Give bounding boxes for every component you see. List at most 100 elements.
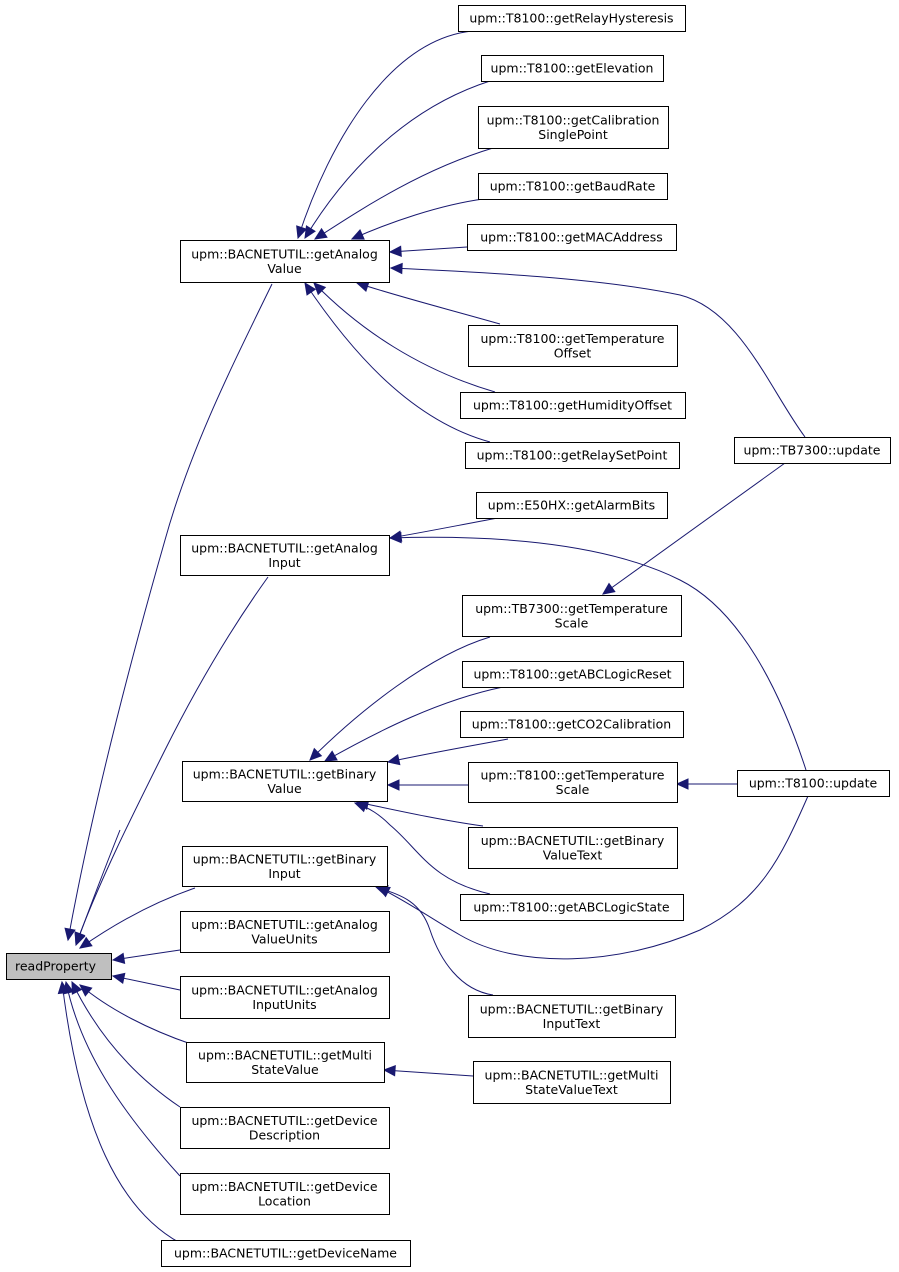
node-label: upm::BACNETUTIL::getDevice bbox=[191, 1179, 377, 1194]
node-t8100RelaySetPoint[interactable]: upm::T8100::getRelaySetPoint bbox=[465, 442, 680, 469]
node-box bbox=[180, 535, 390, 576]
node-label: upm::T8100::getCalibration bbox=[487, 112, 660, 127]
edge-t8100MACAddress-to-getAnalogValue bbox=[388, 245, 468, 258]
edge-t8100RelaySetPoint-to-getAnalogValue bbox=[304, 281, 491, 443]
edge-line bbox=[79, 984, 192, 1045]
arrowhead-icon bbox=[111, 952, 126, 965]
node-e50hxAlarmBits[interactable]: upm::E50HX::getAlarmBits bbox=[476, 492, 668, 519]
node-label: Scale bbox=[555, 615, 589, 630]
edge-t8100ABCLogicReset-to-getBinaryValue bbox=[323, 686, 504, 762]
node-box bbox=[182, 846, 388, 887]
edge-line bbox=[297, 30, 473, 239]
node-box bbox=[180, 1107, 390, 1149]
node-getDeviceName[interactable]: upm::BACNETUTIL::getDeviceName bbox=[161, 1240, 411, 1267]
node-box bbox=[473, 1061, 671, 1104]
node-t8100ABCLogicState[interactable]: upm::T8100::getABCLogicState bbox=[460, 894, 684, 921]
node-box bbox=[468, 995, 676, 1038]
edge-getMultiStateValue-to-root bbox=[79, 984, 192, 1045]
arrowhead-icon bbox=[675, 778, 689, 790]
arrowhead-icon bbox=[57, 980, 70, 995]
edge-line bbox=[79, 887, 196, 949]
arrowhead-icon bbox=[74, 932, 86, 947]
node-box bbox=[6, 953, 112, 980]
edge-getAnalogInputUnits-to-root bbox=[111, 972, 181, 991]
edge-line bbox=[389, 517, 499, 539]
edge-line bbox=[313, 282, 496, 393]
edge-getAnalogInput-to-root bbox=[74, 576, 269, 946]
node-box bbox=[478, 173, 668, 200]
node-box bbox=[468, 762, 678, 803]
node-t8100ABCLogicReset[interactable]: upm::T8100::getABCLogicReset bbox=[462, 661, 684, 688]
edge-layer bbox=[57, 30, 809, 1244]
arrowhead-icon bbox=[313, 282, 327, 296]
node-label: upm::BACNETUTIL::getBinary bbox=[481, 833, 665, 848]
edge-line bbox=[65, 981, 181, 1177]
node-t8100MACAddress[interactable]: upm::T8100::getMACAddress bbox=[467, 224, 677, 251]
node-label: InputUnits bbox=[252, 997, 316, 1012]
node-label: upm::BACNETUTIL::getMulti bbox=[198, 1047, 372, 1062]
node-label: upm::T8100::getTemperature bbox=[480, 331, 664, 346]
node-t8100BaudRate[interactable]: upm::T8100::getBaudRate bbox=[478, 173, 668, 200]
node-label: Description bbox=[249, 1127, 320, 1142]
arrowhead-icon bbox=[313, 227, 328, 240]
arrowhead-icon bbox=[309, 747, 323, 761]
node-label: upm::T8100::getRelayHysteresis bbox=[469, 11, 673, 26]
edge-t8100BaudRate-to-getAnalogValue bbox=[350, 198, 484, 240]
node-label: StateValue bbox=[251, 1062, 319, 1077]
node-box bbox=[460, 711, 684, 738]
edge-line bbox=[389, 246, 468, 253]
node-label: upm::T8100::update bbox=[749, 776, 878, 791]
node-label: upm::T8100::getRelaySetPoint bbox=[477, 448, 668, 463]
arrowhead-icon bbox=[111, 972, 126, 985]
node-layer: readProperty upm::BACNETUTIL::getAnalogVa… bbox=[6, 5, 891, 1267]
edge-getDeviceDescription-to-root bbox=[71, 980, 181, 1108]
node-label: Location bbox=[258, 1193, 311, 1208]
edge-tb7300TemperatureScale-to-getBinaryValue bbox=[309, 636, 491, 761]
node-t8100Update[interactable]: upm::T8100::update bbox=[737, 770, 890, 797]
root-node[interactable]: readProperty bbox=[6, 953, 112, 980]
node-tb7300Update[interactable]: upm::TB7300::update bbox=[734, 437, 891, 464]
node-t8100Elevation[interactable]: upm::T8100::getElevation bbox=[481, 55, 664, 82]
node-t8100HumidityOffset[interactable]: upm::T8100::getHumidityOffset bbox=[460, 392, 686, 419]
edge-tb7300Update-to-tb7300TemperatureScale bbox=[602, 462, 786, 595]
edge-line bbox=[377, 795, 809, 960]
arrowhead-icon bbox=[388, 531, 402, 544]
node-t8100CO2Calibration[interactable]: upm::T8100::getCO2Calibration bbox=[460, 711, 684, 738]
node-label: ValueText bbox=[543, 847, 603, 862]
node-box bbox=[161, 1240, 411, 1267]
node-label: upm::T8100::getMACAddress bbox=[480, 230, 662, 245]
edge-getBinaryValueText-to-getBinaryValue bbox=[355, 798, 484, 827]
edge-getBinaryInput-to-root bbox=[79, 887, 196, 949]
node-label: upm::BACNETUTIL::getBinary bbox=[193, 851, 377, 866]
arrowhead-icon bbox=[386, 779, 400, 791]
node-box bbox=[465, 442, 680, 469]
node-label: Input bbox=[268, 555, 300, 570]
node-label: upm::T8100::getBaudRate bbox=[490, 179, 656, 194]
node-label: Input bbox=[268, 866, 300, 881]
node-label: readProperty bbox=[15, 959, 97, 974]
node-t8100RelayHysteresis[interactable]: upm::T8100::getRelayHysteresis bbox=[458, 5, 686, 32]
edge-t8100ABCLogicState-to-getBinaryValue bbox=[353, 801, 491, 895]
node-label: upm::BACNETUTIL::getDeviceName bbox=[174, 1246, 397, 1261]
arrowhead-icon bbox=[386, 753, 401, 766]
node-box bbox=[180, 1173, 390, 1215]
node-label: Value bbox=[267, 261, 302, 276]
edge-line bbox=[75, 829, 121, 946]
node-label: Scale bbox=[556, 782, 590, 797]
